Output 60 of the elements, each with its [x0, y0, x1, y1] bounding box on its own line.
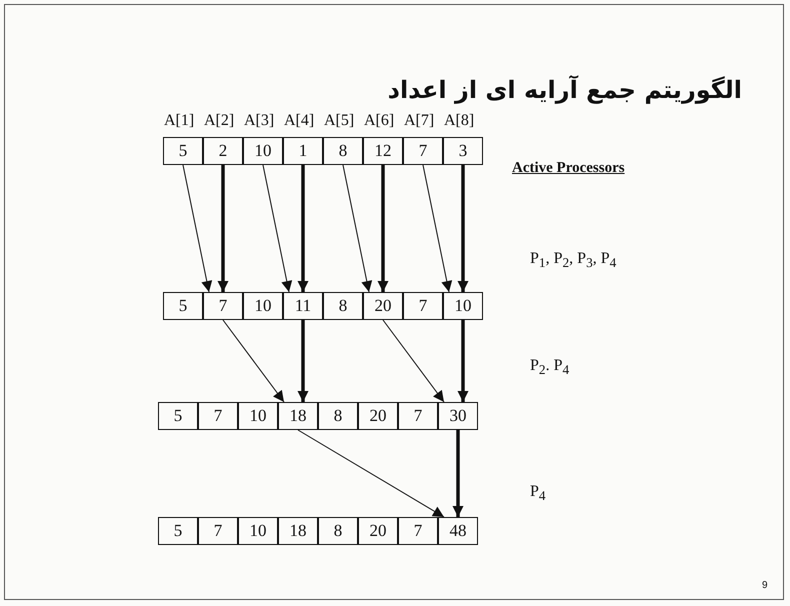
array-cell: 20	[358, 402, 398, 430]
index-label: A[5]	[324, 112, 354, 130]
array-cell: 10	[243, 137, 283, 165]
index-label: A[1]	[164, 112, 194, 130]
index-label: A[7]	[404, 112, 434, 130]
array-cell: 8	[318, 402, 358, 430]
array-cell: 10	[238, 517, 278, 545]
array-cell: 7	[403, 292, 443, 320]
array-cell: 7	[198, 402, 238, 430]
index-label: A[6]	[364, 112, 394, 130]
array-cell: 30	[438, 402, 478, 430]
array-cell: 8	[323, 292, 363, 320]
page-number: 9	[762, 580, 768, 591]
array-cell: 10	[243, 292, 283, 320]
array-cell: 20	[363, 292, 403, 320]
array-cell: 20	[358, 517, 398, 545]
index-label: A[2]	[204, 112, 234, 130]
arrow	[298, 430, 444, 518]
processor-list: P$_{1}$, P$_{2}$, P$_{3}$, P$_{4}$	[530, 250, 616, 272]
array-cell: 5	[158, 402, 198, 430]
arrow	[378, 165, 388, 292]
index-label: A[8]	[444, 112, 474, 130]
arrow	[422, 164, 452, 292]
index-label: A[3]	[244, 112, 274, 130]
array-cell: 7	[398, 517, 438, 545]
array-cell: 5	[158, 517, 198, 545]
array-cell: 48	[438, 517, 478, 545]
arrow	[298, 165, 308, 292]
arrow	[182, 164, 212, 292]
array-cell: 1	[283, 137, 323, 165]
array-cell: 7	[398, 402, 438, 430]
array-cell: 12	[363, 137, 403, 165]
array-cell: 2	[203, 137, 243, 165]
array-cell: 8	[318, 517, 358, 545]
array-cell: 5	[163, 292, 203, 320]
arrow	[452, 430, 464, 517]
array-cell: 11	[283, 292, 323, 320]
arrow	[262, 164, 292, 292]
arrow	[298, 320, 308, 402]
arrow	[218, 165, 228, 292]
array-cell: 7	[403, 137, 443, 165]
processor-list: P$_{4}$	[530, 483, 546, 504]
array-cell: 18	[278, 402, 318, 430]
array-cell: 3	[443, 137, 483, 165]
arrow	[458, 320, 468, 402]
arrow	[342, 164, 372, 292]
slide-title: الگوریتم جمع آرایه ای از اعداد	[388, 76, 742, 104]
arrow	[222, 320, 284, 402]
array-cell: 18	[278, 517, 318, 545]
array-cell: 10	[238, 402, 278, 430]
arrow	[458, 165, 468, 292]
array-cell: 10	[443, 292, 483, 320]
array-cell: 5	[163, 137, 203, 165]
array-cell: 7	[203, 292, 243, 320]
index-label: A[4]	[284, 112, 314, 130]
column-heading: Active Processors	[512, 160, 625, 177]
array-cell: 8	[323, 137, 363, 165]
array-cell: 7	[198, 517, 238, 545]
processor-list: P$_{2}$. P$_{4}$	[530, 357, 570, 378]
arrow	[382, 320, 444, 402]
